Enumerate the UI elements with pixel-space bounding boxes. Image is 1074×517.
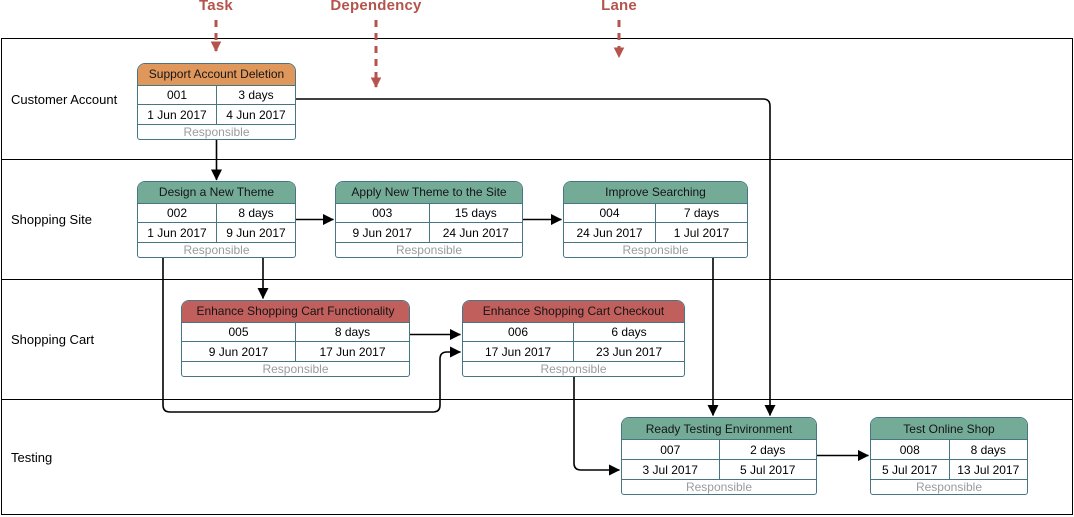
task-title: Improve Searching — [564, 182, 747, 204]
task-end-date: 23 Jun 2017 — [595, 344, 663, 359]
lane-testing[interactable]: Testing — [2, 400, 1072, 514]
task-end-date: 4 Jun 2017 — [226, 107, 286, 122]
task-id-duration-row: 005 8 days — [182, 322, 409, 343]
lane-label: Shopping Cart — [11, 332, 95, 347]
task-responsible: Responsible — [183, 124, 250, 139]
task-dates-row: 9 Jun 2017 17 Jun 2017 — [182, 342, 409, 362]
task-duration: 8 days — [238, 205, 274, 220]
task-dates-row: 3 Jul 2017 5 Jul 2017 — [622, 460, 816, 480]
task-dates-row: 1 Jun 2017 4 Jun 2017 — [138, 105, 295, 125]
task-id: 002 — [138, 203, 217, 223]
task-start-date: 1 Jun 2017 — [138, 223, 217, 242]
task-id: 008 — [871, 440, 950, 459]
task-responsible: Responsible — [395, 242, 463, 257]
task-duration: 8 days — [334, 324, 371, 339]
task-end-date: 1 Jul 2017 — [673, 225, 730, 240]
task-duration: 15 days — [454, 205, 497, 220]
task-end-date: 17 Jun 2017 — [319, 344, 386, 359]
task-dates-row: 1 Jun 2017 9 Jun 2017 — [138, 223, 295, 243]
lane-label: Customer Account — [11, 91, 118, 107]
task-dates-row: 5 Jul 2017 13 Jul 2017 — [871, 460, 1027, 480]
task-duration: 3 days — [238, 87, 274, 102]
task-title: Apply New Theme to the Site — [336, 182, 522, 204]
legend-dependency-label: Dependency — [330, 0, 422, 14]
task-duration: 7 days — [683, 205, 720, 220]
task-id-duration-row: 002 8 days — [138, 203, 295, 224]
task-title: Support Account Deletion — [138, 64, 295, 86]
task-end-date: 24 Jun 2017 — [442, 225, 509, 240]
task-title: Design a New Theme — [138, 182, 295, 204]
task-id-duration-row: 008 8 days — [871, 440, 1027, 460]
task-id-duration-row: 001 3 days — [138, 85, 295, 106]
task-dates-row: 24 Jun 2017 1 Jul 2017 — [564, 223, 747, 243]
task-responsible: Responsible — [540, 361, 607, 376]
task-start-date: 1 Jun 2017 — [138, 105, 217, 124]
task-id: 006 — [463, 322, 574, 342]
task-responsible: Responsible — [262, 361, 329, 376]
task-id-duration-row: 006 6 days — [463, 322, 684, 343]
task-responsible: Responsible — [183, 242, 250, 257]
task-responsible: Responsible — [685, 480, 753, 494]
task-end-date: 9 Jun 2017 — [226, 225, 286, 240]
task-dates-row: 9 Jun 2017 24 Jun 2017 — [336, 223, 522, 243]
task-dates-row: 17 Jun 2017 23 Jun 2017 — [463, 342, 684, 362]
task-title: Test Online Shop — [871, 418, 1027, 440]
task-id-duration-row: 004 7 days — [564, 203, 747, 224]
task-id-duration-row: 007 2 days — [622, 440, 816, 460]
task-id: 005 — [182, 322, 296, 342]
lane-label: Testing — [11, 449, 53, 465]
task-end-date: 5 Jul 2017 — [740, 462, 796, 477]
task-duration: 8 days — [970, 442, 1006, 457]
task-id-duration-row: 003 15 days — [336, 203, 522, 224]
task-duration: 6 days — [611, 324, 647, 339]
task-title: Enhance Shopping Cart Checkout — [463, 301, 684, 323]
task-start-date: 5 Jul 2017 — [871, 460, 950, 479]
task-id: 007 — [622, 440, 720, 459]
task-id: 003 — [336, 203, 430, 223]
task-end-date: 13 Jul 2017 — [957, 462, 1020, 477]
task-start-date: 9 Jun 2017 — [182, 342, 296, 361]
task-id: 004 — [564, 203, 656, 223]
task-responsible: Responsible — [622, 242, 689, 257]
legend-lane-label: Lane — [601, 0, 637, 14]
task-start-date: 3 Jul 2017 — [622, 460, 720, 479]
legend-task-label: Task — [199, 0, 233, 14]
task-title: Ready Testing Environment — [622, 418, 816, 440]
lane-label: Shopping Site — [11, 212, 92, 227]
task-start-date: 9 Jun 2017 — [336, 223, 430, 242]
task-start-date: 24 Jun 2017 — [564, 223, 656, 242]
task-id: 001 — [138, 85, 217, 105]
task-title: Enhance Shopping Cart Functionality — [182, 301, 409, 323]
task-start-date: 17 Jun 2017 — [463, 342, 574, 361]
task-duration: 2 days — [750, 442, 786, 457]
task-responsible: Responsible — [915, 480, 983, 494]
